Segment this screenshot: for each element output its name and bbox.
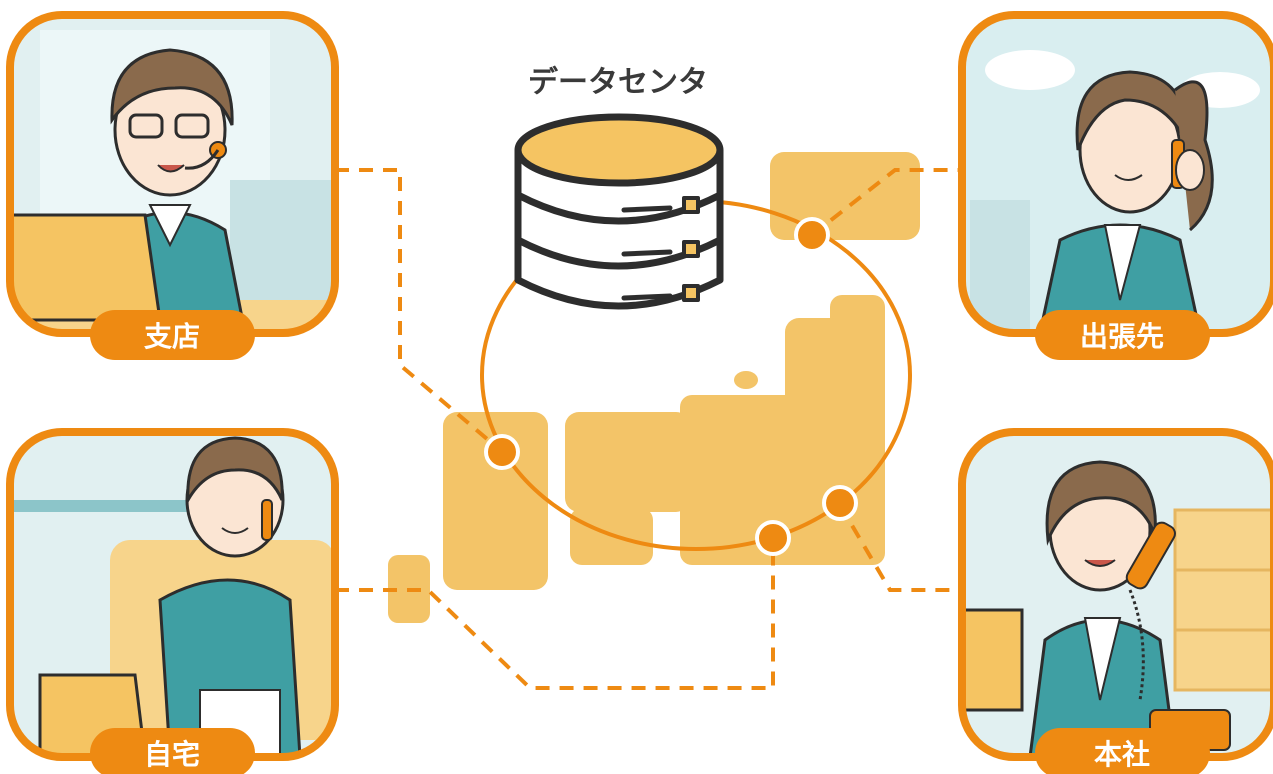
label-branch: 支店 [144,320,200,353]
dot-branch [484,434,520,470]
database-icon [514,113,724,310]
node-home: 自宅 [6,428,339,774]
node-headquarters: 本社 [958,428,1273,774]
japan-map [388,152,920,623]
label-headquarters: 本社 [1094,738,1150,771]
badge-business-trip [1035,310,1210,360]
label-home: 自宅 [144,738,200,771]
person-illustration [10,432,335,757]
connection-dots [484,217,858,556]
diagram-title: データセンタ [528,65,708,100]
line-branch [335,168,502,452]
person-illustration [962,15,1273,333]
person-illustration [962,432,1273,757]
badge-headquarters [1035,728,1210,774]
node-branch: 支店 [6,11,339,360]
person-illustration [10,15,335,333]
dot-trip [794,217,830,253]
line-home [335,540,775,690]
label-business-trip: 出張先 [1080,320,1164,353]
line-hq [838,503,962,592]
dot-hq [822,485,858,521]
connection-lines [335,168,962,690]
line-trip [810,168,962,237]
badge-home [90,728,255,774]
node-business-trip: 出張先 [958,11,1273,360]
badge-branch [90,310,255,360]
dot-home [755,520,791,556]
